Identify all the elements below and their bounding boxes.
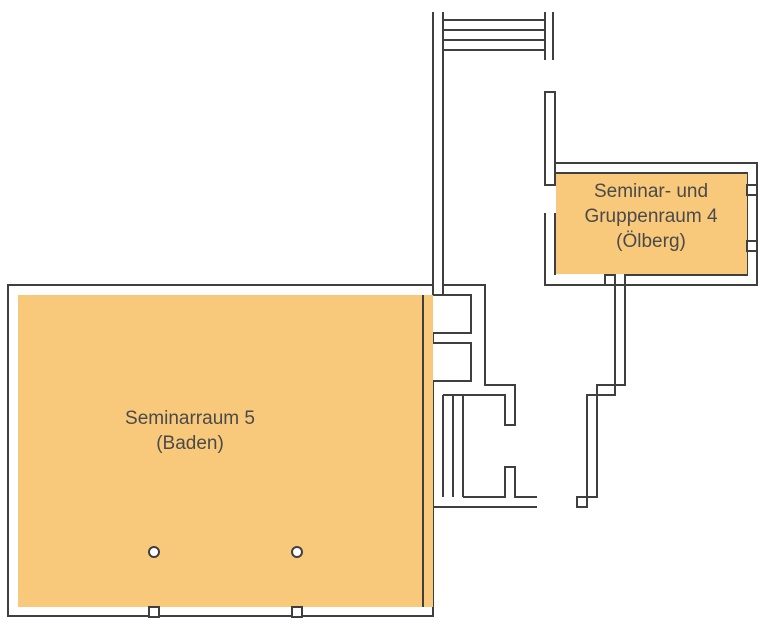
right-corridor-wall [576,284,626,508]
room-4-name-line2: Gruppenraum 4 [584,206,718,227]
corridor-walls [432,12,626,508]
room-4-subtitle: (Ölberg) [616,231,686,252]
room-seminarraum-5[interactable]: Seminarraum 5 (Baden) [7,284,434,618]
alcove-upper [433,294,472,334]
alcove-middle [433,342,472,382]
room-4-outer-wall [554,162,758,286]
room-4-name-line1: Seminar- und [594,181,708,202]
room-seminarraum-4[interactable]: Seminar- und Gruppenraum 4 (Ölberg) [544,91,758,286]
room-5-name: Seminarraum 5 [125,408,255,429]
pillar-notch-left [148,606,160,618]
alcove-outer-wall [443,284,516,426]
room-4-left-wall [544,91,556,186]
room-4-left-wall-lower [544,213,615,286]
lower-wall-bottom [433,466,537,508]
room-4-notch-upper [746,184,758,196]
room-4-door-notch [604,274,616,286]
pillar-notch-right [291,606,303,618]
staircase [443,12,554,60]
room-5-subtitle: (Baden) [156,433,224,454]
column-right [291,546,303,558]
room-5-floor [18,295,433,607]
column-left [148,546,160,558]
room-4-floor [556,174,747,274]
room-4-notch-lower [746,240,758,252]
